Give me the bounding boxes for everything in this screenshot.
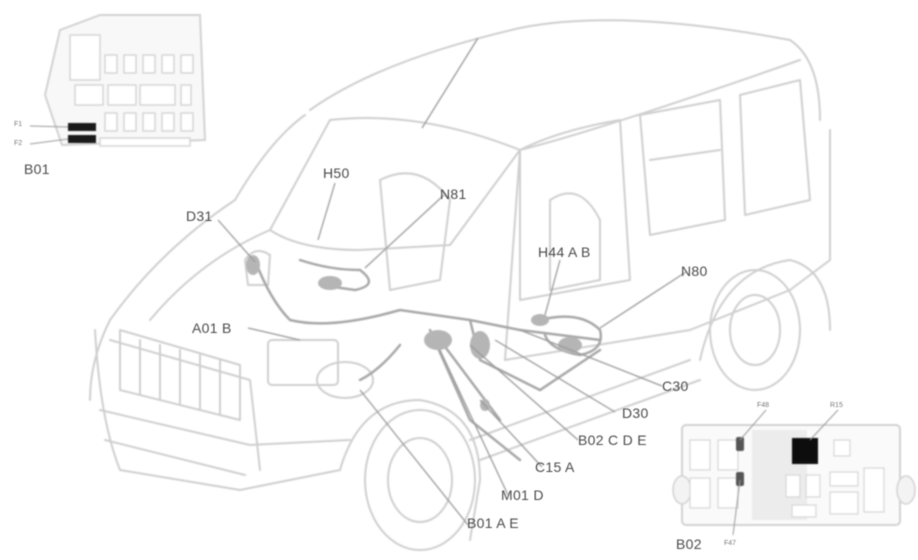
callout-h44-a-b: H44 A B <box>538 244 591 260</box>
b01-inset-title: B01 <box>24 161 50 177</box>
b02-bottom-label-f47: F47 <box>724 540 737 547</box>
callout-h50: H50 <box>323 165 350 181</box>
callout-c30: C30 <box>662 378 689 394</box>
callout-b02-c-d-e: B02 C D E <box>578 432 647 448</box>
b02-top-label-f48: F48 <box>757 402 770 409</box>
b01-pin-label-f1: F1 <box>14 121 23 128</box>
callout-n80: N80 <box>681 263 708 279</box>
b02-inset-title: B02 <box>676 536 702 552</box>
callout-c15-a: C15 A <box>535 459 575 475</box>
b02-fuse-box-inset <box>672 409 916 536</box>
callout-b01-a-e: B01 A E <box>467 515 519 531</box>
b01-pin-label-f2: F2 <box>14 140 23 147</box>
callout-m01-d: M01 D <box>501 487 544 503</box>
callout-d30: D30 <box>622 405 649 421</box>
callout-n81: N81 <box>440 186 467 202</box>
callout-d31: D31 <box>186 208 213 224</box>
callout-a01-b: A01 B <box>192 320 232 336</box>
b02-top-label-r15: R15 <box>830 402 843 409</box>
b01-fuse-box-inset <box>29 14 207 147</box>
